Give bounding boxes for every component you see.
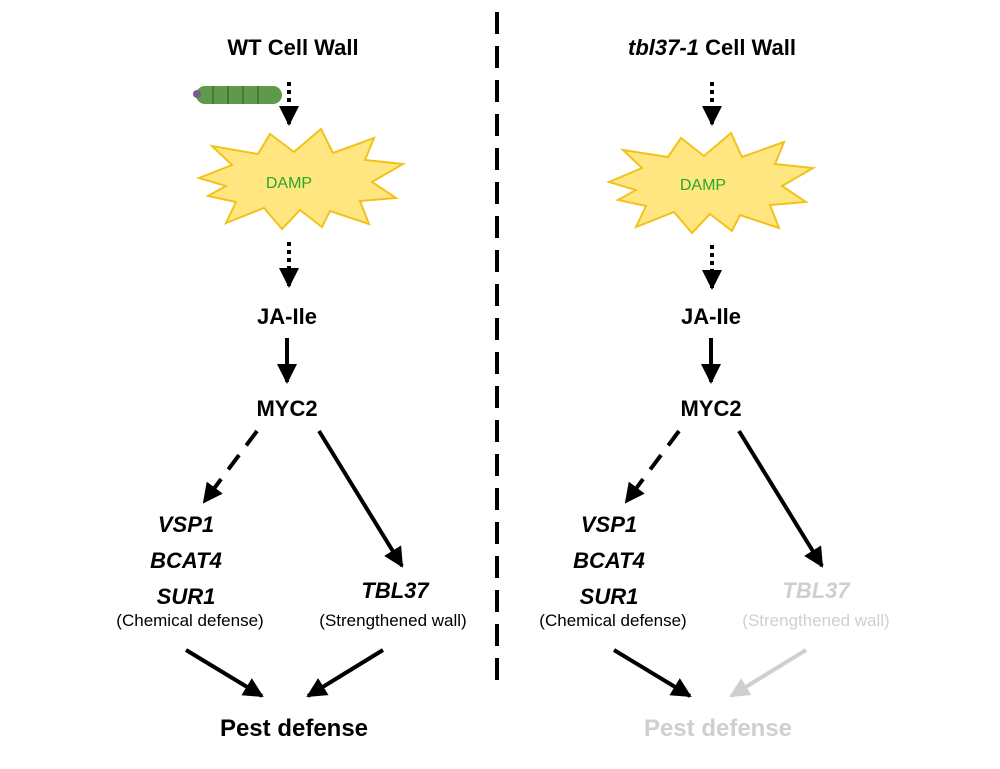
wt-strengthened-wall: (Strengthened wall): [319, 611, 466, 630]
wt-gene-sur1: SUR1: [157, 584, 216, 609]
wt-arrow-myc2-genes: [202, 429, 259, 504]
mut-title-rest: Cell Wall: [699, 35, 796, 60]
mut-title-italic: tbl37-1: [628, 35, 699, 60]
mut-arrow-myc2-genes: [624, 429, 681, 504]
wt-arrow-chem-pest: [184, 648, 264, 698]
mut-arrow-wall-pest-faded: [729, 648, 808, 698]
mut-tbl37-faded: TBL37: [782, 578, 851, 603]
mut-ja-ile: JA-Ile: [681, 304, 741, 329]
mut-damp-label: DAMP: [680, 177, 726, 194]
wt-damp-label: DAMP: [266, 175, 312, 192]
mut-damp-burst: [606, 131, 817, 235]
wt-chemical-defense: (Chemical defense): [116, 611, 263, 630]
mut-pest-defense-faded: Pest defense: [644, 715, 792, 742]
mut-gene-bcat4: BCAT4: [573, 548, 645, 573]
mut-myc2: MYC2: [680, 396, 741, 421]
wt-gene-vsp1: VSP1: [158, 512, 214, 537]
wt-pest-defense: Pest defense: [220, 715, 368, 742]
mut-strengthened-wall-faded: (Strengthened wall): [742, 611, 889, 630]
wt-ja-ile: JA-Ile: [257, 304, 317, 329]
wt-arrow-myc2-tbl37: [317, 429, 404, 568]
mut-chemical-defense: (Chemical defense): [539, 611, 686, 630]
wt-tbl37: TBL37: [361, 578, 430, 603]
caterpillar-icon: [193, 86, 282, 104]
wt-title: WT Cell Wall: [227, 35, 358, 60]
wt-arrow-wall-pest: [306, 648, 385, 698]
wt-myc2: MYC2: [256, 396, 317, 421]
mut-title: tbl37-1 Cell Wall: [628, 35, 796, 60]
mut-arrow-chem-pest: [612, 648, 692, 698]
wt-gene-bcat4: BCAT4: [150, 548, 222, 573]
mut-arrow-myc2-tbl37: [737, 429, 824, 568]
wt-damp-burst: [195, 127, 407, 231]
mut-gene-vsp1: VSP1: [581, 512, 637, 537]
mut-gene-sur1: SUR1: [580, 584, 639, 609]
